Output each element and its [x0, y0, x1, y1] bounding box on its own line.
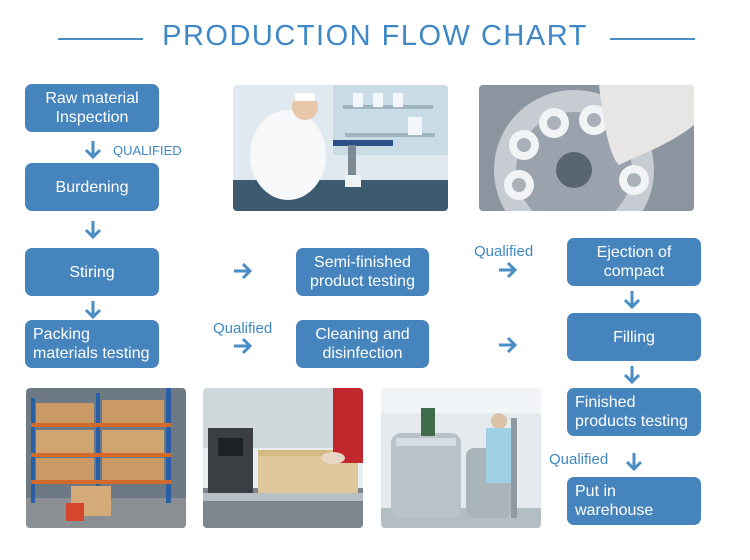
arrow-down-icon [84, 301, 102, 320]
arrow-right-icon [234, 262, 253, 280]
step-label: Packing materials testing [33, 326, 150, 362]
qualified-label: Qualified [474, 243, 534, 260]
mould-photo [479, 85, 694, 211]
arrow-down-icon [84, 221, 102, 240]
title-right-line [610, 38, 695, 40]
tank-room-photo [381, 388, 541, 528]
step-semi-finished-product-testing: Semi-finished product testing [296, 248, 429, 296]
step-stiring: Stiring [25, 248, 159, 296]
qualified-label: Qualified [213, 320, 273, 337]
lab-photo [233, 85, 448, 211]
step-raw-material-inspection: Raw material Inspection [25, 84, 159, 132]
step-ejection-of-compact: Ejection of compact [567, 238, 701, 286]
step-label: Ejection of compact [596, 244, 672, 280]
warehouse-photo [26, 388, 186, 528]
step-cleaning-and-disinfection: Cleaning and disinfection [296, 320, 429, 368]
step-label: Burdening [55, 178, 129, 196]
arrow-down-icon [84, 141, 102, 160]
step-label: Finished products testing [575, 394, 688, 430]
title-left-line [58, 38, 143, 40]
step-label: Cleaning and disinfection [315, 326, 410, 362]
step-label: Semi-finished product testing [310, 254, 415, 290]
step-put-in-warehouse: Put in warehouse [567, 477, 701, 525]
title-bar: PRODUCTION FLOW CHART [0, 18, 750, 58]
step-packing-materials-testing: Packing materials testing [25, 320, 159, 368]
step-label: Filling [613, 328, 655, 346]
step-filling: Filling [567, 313, 701, 361]
arrow-down-icon [625, 453, 643, 472]
step-label: Stiring [69, 263, 115, 281]
arrow-right-icon [499, 336, 518, 354]
qualified-label: Qualified [549, 451, 609, 468]
arrow-right-icon [234, 337, 253, 355]
arrow-down-icon [623, 291, 641, 310]
page-title: PRODUCTION FLOW CHART [162, 20, 588, 52]
packing-line-photo [203, 388, 363, 528]
qualified-label: QUALIFIED [113, 143, 182, 158]
step-label: Raw material Inspection [45, 90, 139, 126]
step-burdening: Burdening [25, 163, 159, 211]
arrow-right-icon [499, 261, 518, 279]
arrow-down-icon [623, 366, 641, 385]
step-label: Put in warehouse [575, 483, 654, 519]
step-finished-products-testing: Finished products testing [567, 388, 701, 436]
